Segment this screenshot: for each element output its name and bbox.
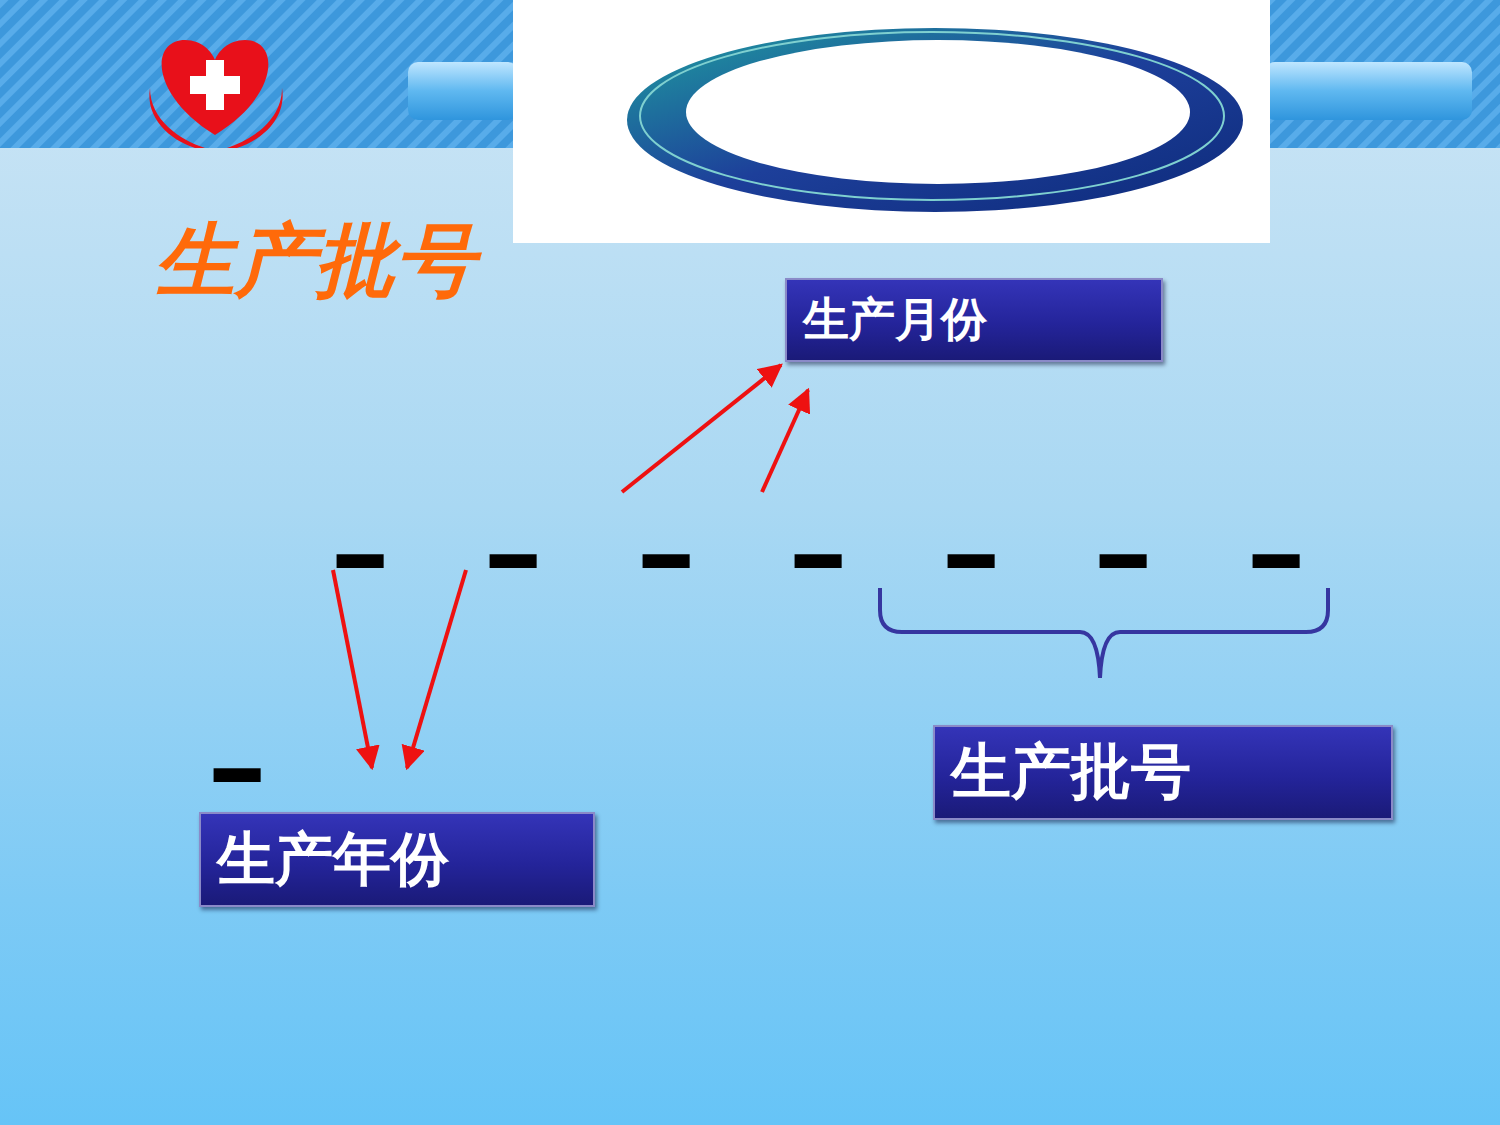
box-text: 生产批号	[951, 732, 1191, 813]
blank-mark: -	[205, 722, 269, 818]
box-text: 生产月份	[803, 289, 987, 351]
blank-mark: -	[939, 508, 1003, 604]
label-box: 生产批号	[933, 725, 1393, 820]
blank-mark: -	[634, 508, 698, 604]
blank-mark: -	[1091, 508, 1155, 604]
box-text: 生产年份	[217, 821, 449, 899]
blank-mark: -	[328, 508, 392, 604]
label-box: 生产年份	[199, 812, 595, 907]
blank-mark: -	[786, 508, 850, 604]
blank-mark: -	[481, 508, 545, 604]
label-box: 生产月份	[785, 278, 1163, 362]
blank-mark: -	[1244, 508, 1308, 604]
slide-title: 生产批号	[155, 208, 475, 316]
